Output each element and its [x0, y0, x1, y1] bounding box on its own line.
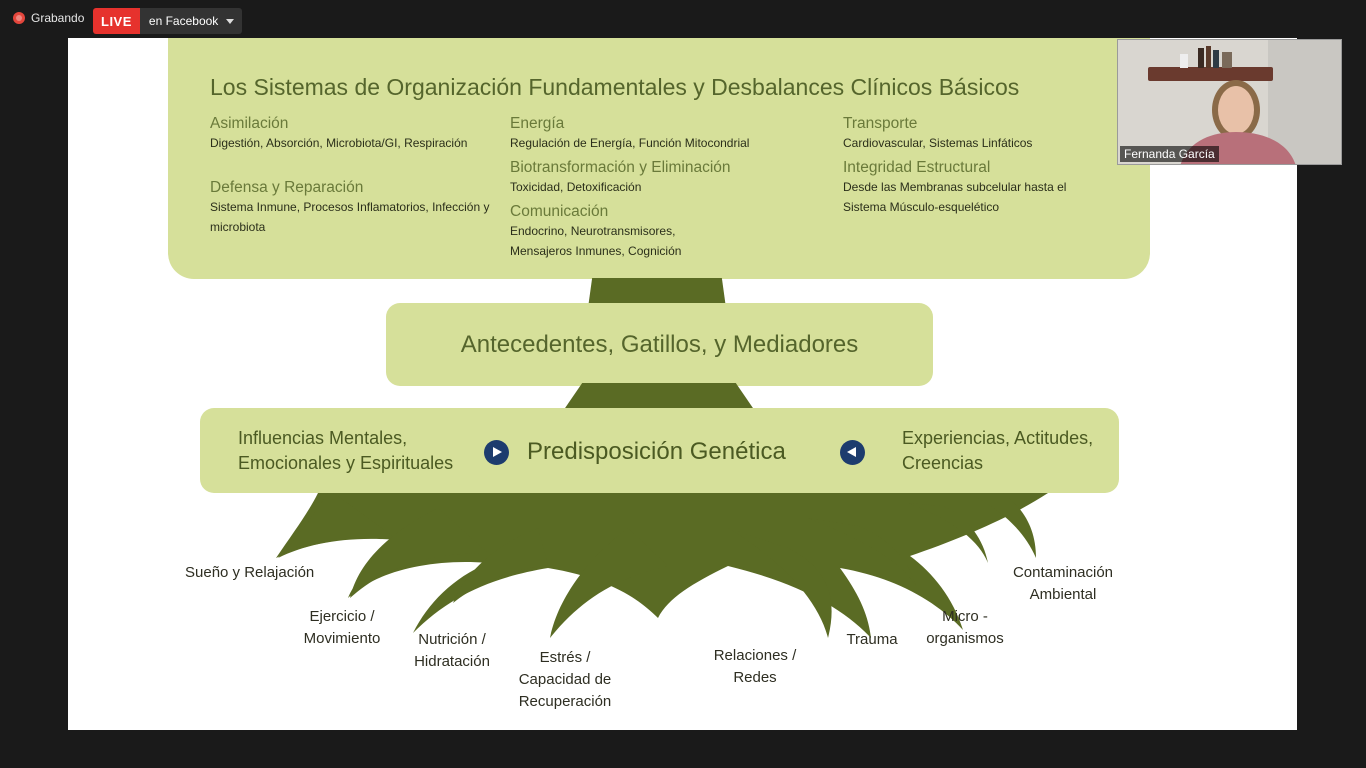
arrow-right-icon [484, 440, 509, 465]
bottom-bar [0, 730, 1366, 768]
root-label: Micro - organismos [926, 608, 1004, 647]
root-left-2 [350, 508, 488, 598]
root-label: Ejercicio / Movimiento [303, 608, 381, 647]
category-detail: Toxicidad, Detoxificación [510, 180, 642, 194]
category-energy: Energía Regulación de Energía, Función M… [510, 115, 820, 153]
systems-box [168, 38, 1150, 279]
category-structural-integrity: Integridad Estructural Desde las Membran… [843, 159, 1113, 217]
root-left-3 [453, 528, 548, 603]
tree-trunk-lower [563, 383, 755, 411]
category-detail: Digestión, Absorción, Microbiota/GI, Res… [210, 136, 468, 150]
category-heading: Transporte [843, 115, 918, 132]
category-heading: Integridad Estructural [843, 159, 991, 176]
live-destination-label: en Facebook [148, 14, 219, 28]
category-detail: Regulación de Energía, Función Mitocondr… [510, 136, 750, 150]
category-assimilation: Asimilación Digestión, Absorción, Microb… [210, 115, 480, 153]
root-label: Trauma [846, 631, 898, 648]
live-stream-control[interactable]: LIVE en Facebook [93, 8, 243, 34]
category-heading: Asimilación [210, 115, 289, 132]
category-detail: Desde las Membranas subcelular hasta el … [843, 180, 1067, 214]
root-right-outer [968, 493, 1036, 558]
live-destination-dropdown[interactable]: en Facebook [139, 8, 243, 34]
genetic-label: Predisposición Genética [527, 438, 786, 465]
category-transport: Transporte Cardiovascular, Sistemas Linf… [843, 115, 1143, 153]
slide-title: Los Sistemas de Organización Fundamental… [210, 74, 1020, 100]
root-right-1 [728, 528, 832, 638]
root-center [550, 528, 668, 638]
mental-influences-label: Influencias Mentales, Emocionales y Espi… [238, 428, 454, 473]
category-detail: Sistema Inmune, Procesos Inflamatorios, … [210, 200, 490, 234]
participant-video[interactable]: Fernanda García [1117, 39, 1342, 165]
root-left-outer [278, 493, 398, 558]
record-icon [13, 12, 25, 24]
category-communication: Comunicación Endocrino, Neurotransmisore… [510, 203, 730, 261]
live-badge: LIVE [93, 8, 140, 34]
category-heading: Energía [510, 115, 565, 132]
root-right-2 [808, 518, 916, 586]
category-biotransformation: Biotransformación y Eliminación Toxicida… [510, 159, 820, 197]
root-label: Contaminación Ambiental [1012, 564, 1114, 603]
arrow-left-icon [840, 440, 865, 465]
shared-screen: Antecedentes, Gatillos, y Mediadores Los… [68, 38, 1297, 730]
chevron-down-icon [226, 18, 235, 24]
root-label: Estrés / Capacidad de Recuperación [518, 649, 612, 710]
recording-label: Grabando [31, 11, 85, 25]
category-heading: Defensa y Reparación [210, 179, 364, 196]
category-heading: Comunicación [510, 203, 609, 220]
root-label: Relaciones / Redes [713, 647, 797, 686]
category-heading: Biotransformación y Eliminación [510, 159, 731, 176]
participant-video-feed [1118, 40, 1341, 164]
participant-name: Fernanda García [1120, 146, 1219, 162]
root-label: Nutrición / Hidratación [414, 631, 490, 670]
category-detail: Cardiovascular, Sistemas Linfáticos [843, 136, 1033, 150]
category-detail: Endocrino, Neurotransmisores, Mensajeros… [510, 224, 682, 258]
category-defense: Defensa y Reparación Sistema Inmune, Pro… [210, 179, 490, 237]
antecedents-label: Antecedentes, Gatillos, y Mediadores [460, 330, 859, 358]
root-right-3 [908, 503, 988, 563]
antecedents-box: Antecedentes, Gatillos, y Mediadores [386, 303, 933, 386]
genetic-box [200, 408, 1119, 493]
experiences-label: Experiencias, Actitudes, Creencias [902, 428, 1094, 473]
root-label: Sueño y Relajación [185, 564, 315, 581]
recording-indicator[interactable]: Grabando [13, 11, 84, 25]
